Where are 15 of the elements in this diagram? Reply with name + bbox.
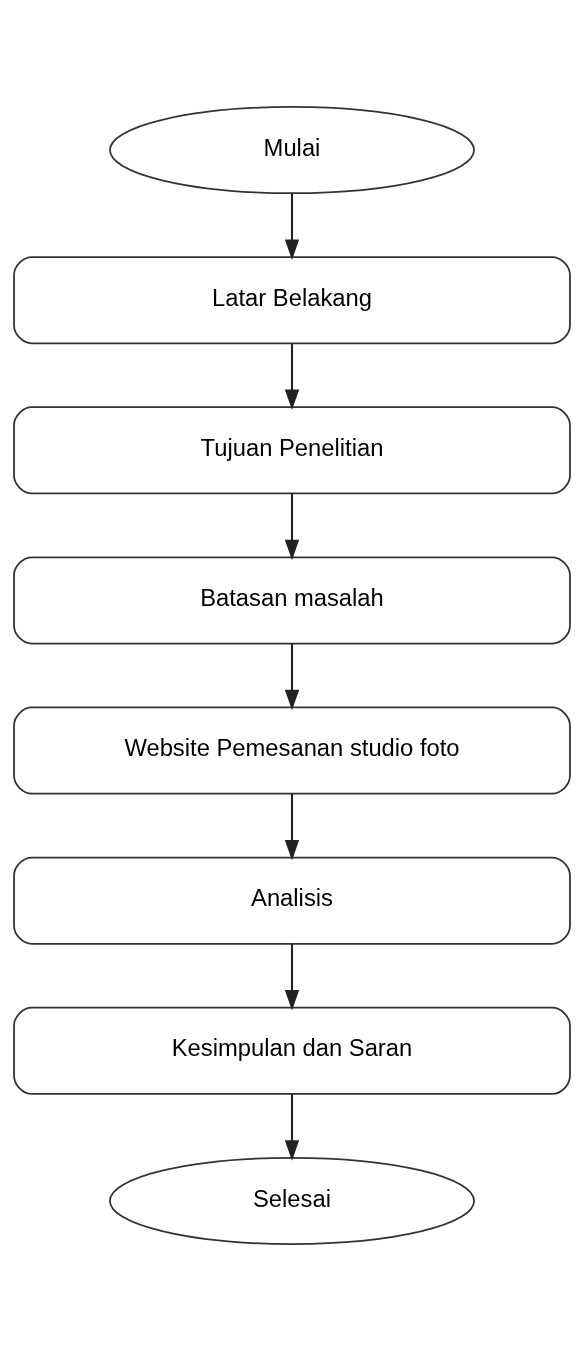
node-box: Tujuan Penelitian xyxy=(13,406,571,495)
node-box: Kesimpulan dan Saran xyxy=(13,1006,571,1095)
node-ellipse: Mulai xyxy=(109,106,475,195)
arrow xyxy=(284,343,300,411)
node-box: Analisis xyxy=(13,856,571,945)
node-box: Latar Belakang xyxy=(13,256,571,345)
node-box: Website Pemesanan studio foto xyxy=(13,706,571,795)
arrow xyxy=(284,193,300,260)
arrow xyxy=(284,643,300,711)
arrow xyxy=(284,1094,300,1161)
arrow xyxy=(284,493,300,561)
arrow xyxy=(284,793,300,861)
arrow xyxy=(284,943,300,1011)
node-ellipse: Selesai xyxy=(109,1156,475,1245)
node-box: Batasan masalah xyxy=(13,556,571,645)
